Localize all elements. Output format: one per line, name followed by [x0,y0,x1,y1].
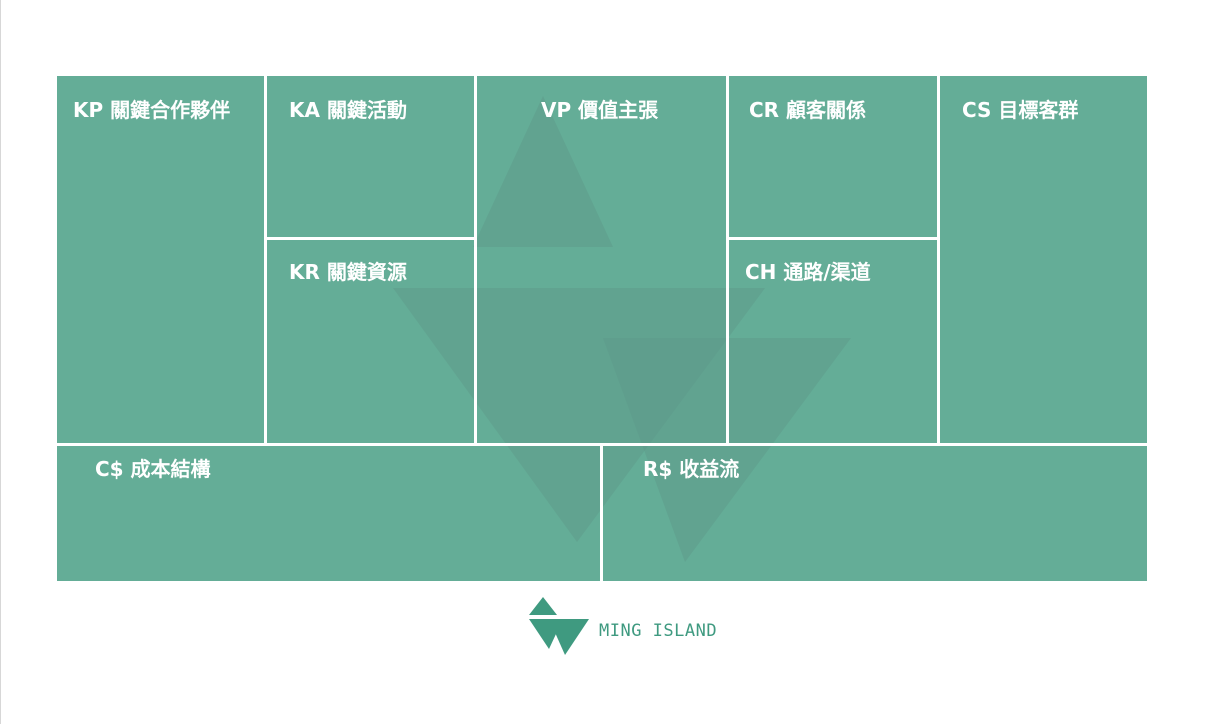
key-partners-label: KP 關鍵合作夥伴 [73,98,231,122]
revenue-streams-block: R$ 收益流 [603,446,1147,581]
divider [600,443,603,581]
key-partners-block: KP 關鍵合作夥伴 [57,76,265,444]
channels-block: CH 通路/渠道 [729,240,937,444]
business-model-canvas: KP 關鍵合作夥伴 KA 關鍵活動 KR 關鍵資源 VP 價值主張 CR 顧客關… [57,76,1147,581]
revenue-streams-label: R$ 收益流 [643,457,740,481]
customer-segments-label: CS 目標客群 [962,98,1079,122]
value-propositions-label: VP 價值主張 [541,98,659,122]
customer-relationships-block: CR 顧客關係 [729,76,937,238]
key-resources-label: KR 關鍵資源 [289,260,407,284]
cost-structure-label: C$ 成本結構 [95,457,211,481]
brand-name: MING ISLAND [599,621,718,641]
key-resources-block: KR 關鍵資源 [268,240,475,444]
value-propositions-block: VP 價值主張 [477,76,727,444]
divider [726,76,729,444]
divider [727,237,938,240]
key-activities-label: KA 關鍵活動 [289,98,407,122]
channels-label: CH 通路/渠道 [745,260,871,284]
divider [265,237,475,240]
divider [937,76,940,444]
customer-segments-block: CS 目標客群 [940,76,1147,444]
cost-structure-block: C$ 成本結構 [57,446,600,581]
divider [474,76,477,444]
divider [264,76,267,444]
key-activities-block: KA 關鍵活動 [268,76,475,238]
triangle-mountain-icon [529,597,589,655]
customer-relationships-label: CR 顧客關係 [749,98,867,122]
